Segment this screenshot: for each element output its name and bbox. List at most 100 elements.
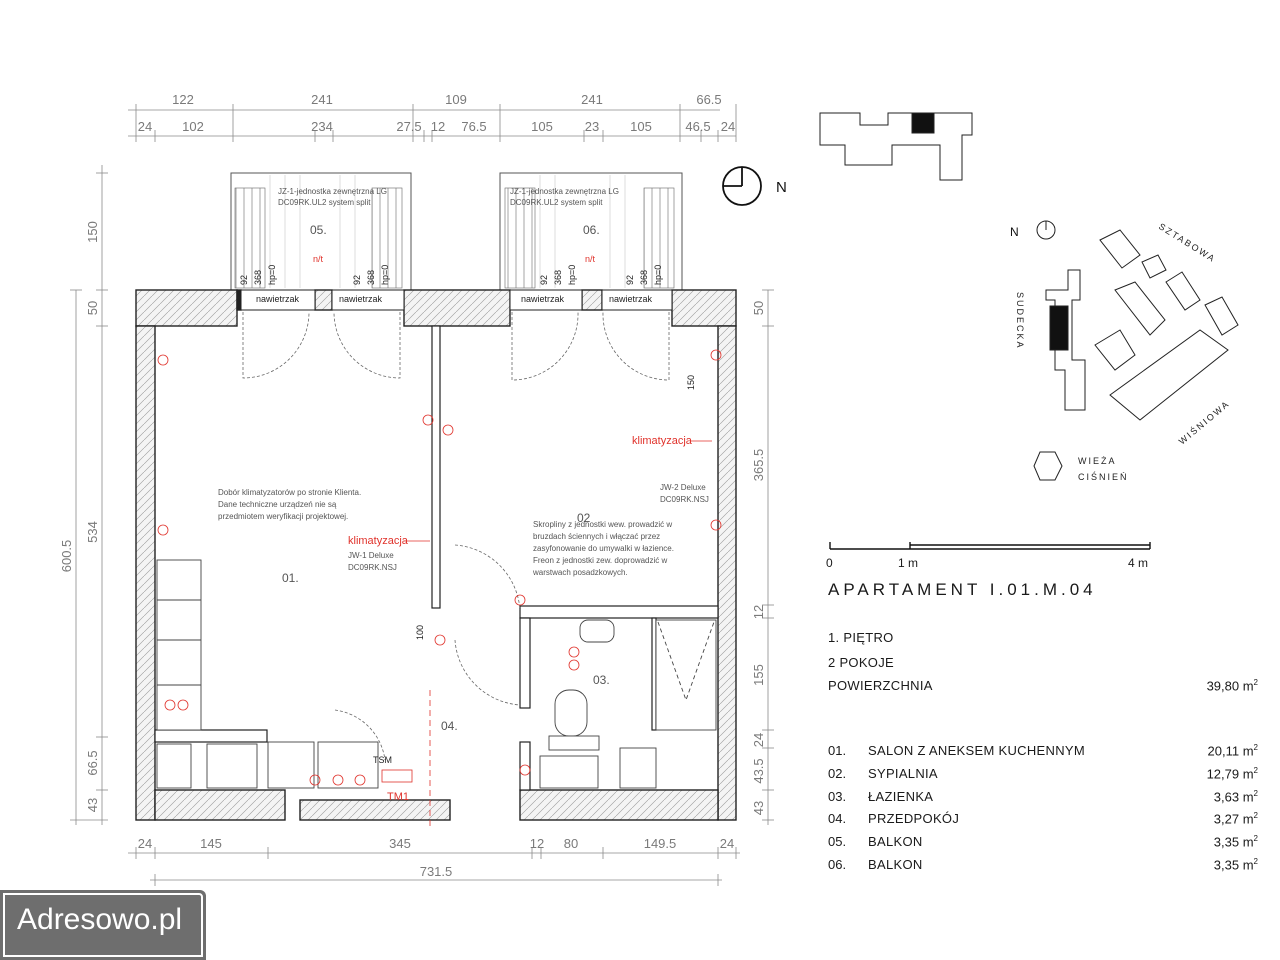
balc05-nt: n/t xyxy=(313,254,324,264)
street-sztabowa: SZTABOWA xyxy=(1157,221,1218,264)
street-sudecka: SUDECKA xyxy=(1015,292,1025,350)
dim-bot-3: 345 xyxy=(389,836,411,851)
rooms-count: 2 POKOJE xyxy=(828,655,894,670)
dim-bot-7: 24 xyxy=(720,836,734,851)
room-name: SYPIALNIA xyxy=(868,765,938,781)
room-number: 02. xyxy=(828,765,847,781)
windows xyxy=(240,289,673,311)
balc05-v92: 92 xyxy=(239,275,249,285)
dim-top-in-9: 105 xyxy=(630,119,652,134)
room-area-value: 20,11 m xyxy=(1207,743,1254,759)
dim-top-in-4: 27.5 xyxy=(396,119,421,134)
dim-top-3: 109 xyxy=(445,92,467,107)
balcony05-note2: DC09RK.UL2 system split xyxy=(278,198,371,207)
bathroom-fixtures xyxy=(539,619,717,789)
dim-top-in-11: 24 xyxy=(721,119,735,134)
scale-bar xyxy=(829,542,1151,550)
dim-right-7: 43 xyxy=(751,801,766,815)
area-label: POWIERZCHNIA xyxy=(828,678,933,693)
electrical-markers xyxy=(157,349,722,830)
tm1-label: TM1 xyxy=(387,791,409,803)
total-area-row: POWIERZCHNIA 39,80 m2 xyxy=(828,678,1258,696)
left-dimension-labels: 150 50 534 66.5 43 600.5 xyxy=(59,221,100,812)
room-number: 04. xyxy=(828,811,847,827)
dim-bot-5: 80 xyxy=(564,836,578,851)
dim-top-5: 66.5 xyxy=(696,92,721,107)
room-02-label: 02 xyxy=(577,511,591,525)
site-map xyxy=(1033,220,1239,481)
ac-label-2: klimatyzacja xyxy=(632,435,693,447)
unit2-line2: DC09RK.NSJ xyxy=(660,495,709,504)
unit1-line1: JW-1 Deluxe xyxy=(348,551,394,560)
dim-right-5: 24 xyxy=(751,733,766,747)
vent-label-1: nawietrzak xyxy=(256,294,300,304)
dim-top-in-7: 105 xyxy=(531,119,553,134)
kitchen-fixtures xyxy=(156,559,379,789)
balc06-v368b: 368 xyxy=(639,270,649,285)
note-2-line3: zasyfonowanie do umywalki w łazience. xyxy=(533,544,674,553)
unit1-line2: DC09RK.NSJ xyxy=(348,563,397,572)
room-name: BALKON xyxy=(868,834,923,850)
room-area-value: 3,27 m xyxy=(1213,811,1254,827)
room-area-sup: 2 xyxy=(1253,811,1258,821)
right-dimensions xyxy=(762,289,774,825)
scale-four: 4 m xyxy=(1128,556,1149,570)
balc05-v368: 368 xyxy=(253,270,263,285)
dim-bot-4: 12 xyxy=(530,836,544,851)
dim-top-in-5: 12 xyxy=(431,119,445,134)
area-total-sup: 2 xyxy=(1253,678,1258,687)
room-area: 3,35 m2 xyxy=(1214,834,1258,849)
walls xyxy=(135,289,737,821)
room-area: 3,63 m2 xyxy=(1214,789,1258,804)
dim-left-total: 600.5 xyxy=(59,540,74,573)
dim-left-2: 50 xyxy=(85,301,100,315)
room-01-label: 01. xyxy=(282,571,299,585)
note-1-line1: Dobór klimatyzatorów po stronie Klienta. xyxy=(218,488,361,497)
balc06-v368: 368 xyxy=(553,270,563,285)
key-plan xyxy=(819,112,973,181)
room-area-sup: 2 xyxy=(1253,743,1258,752)
room-area: 12,79 m2 xyxy=(1207,766,1258,781)
compass: N xyxy=(722,166,787,206)
scale-one: 1 m xyxy=(898,556,919,570)
dim-top-4: 241 xyxy=(581,92,603,107)
room-04-label: 04. xyxy=(441,719,458,733)
room-area: 3,27 m2 xyxy=(1214,811,1258,826)
dim-bot-1: 24 xyxy=(138,836,152,851)
balc06-v92b: 92 xyxy=(625,275,635,285)
room-name: BALKON xyxy=(868,857,923,872)
door-swings xyxy=(242,311,670,761)
partitions xyxy=(154,325,719,791)
dim-left-3: 534 xyxy=(85,521,100,543)
top-dimensions xyxy=(128,104,737,142)
dim-bot-2: 145 xyxy=(200,836,222,851)
watermark-logo: Adresowo.pl xyxy=(0,890,206,960)
compass-north: N xyxy=(776,179,787,196)
room-row: 02. SYPIALNIA 12,79 m2 xyxy=(828,766,1258,784)
balc06-hp0b: hp=0 xyxy=(653,265,663,285)
dim-right-3: 12 xyxy=(751,605,766,619)
dim-top-2: 241 xyxy=(311,92,333,107)
balcony06-note2: DC09RK.UL2 system split xyxy=(510,198,603,207)
note-1-line3: przedmiotem weryfikacji projektowej. xyxy=(218,512,348,521)
tower-line1: WIEŻA xyxy=(1078,456,1117,466)
map-north: N xyxy=(1010,225,1019,239)
left-dimensions xyxy=(70,165,108,825)
room-area-sup: 2 xyxy=(1253,834,1258,844)
room-labels: 01. 02 03. 04. xyxy=(282,511,610,733)
vent-label-3: nawietrzak xyxy=(521,294,565,304)
room-05-label: 05. xyxy=(310,223,327,237)
room-number: 01. xyxy=(828,743,847,758)
room-area: 20,11 m2 xyxy=(1208,743,1258,758)
note-2-line4: Freon z jednostki zew. doprowadzić w xyxy=(533,556,668,565)
note-2-line5: warstwach posadzkowych. xyxy=(532,568,628,577)
plan-notes: Dobór klimatyzatorów po stronie Klienta.… xyxy=(218,375,709,803)
room-area-sup: 2 xyxy=(1253,857,1258,866)
dim-top-in-6: 76.5 xyxy=(461,119,486,134)
note-2-line1: Skropliny z jednostki wew. prowadzić w xyxy=(533,520,672,529)
watermark-text: Adresowo.pl xyxy=(17,903,183,936)
bottom-dimension-labels: 24 145 345 12 80 149.5 24 731.5 xyxy=(138,836,734,879)
